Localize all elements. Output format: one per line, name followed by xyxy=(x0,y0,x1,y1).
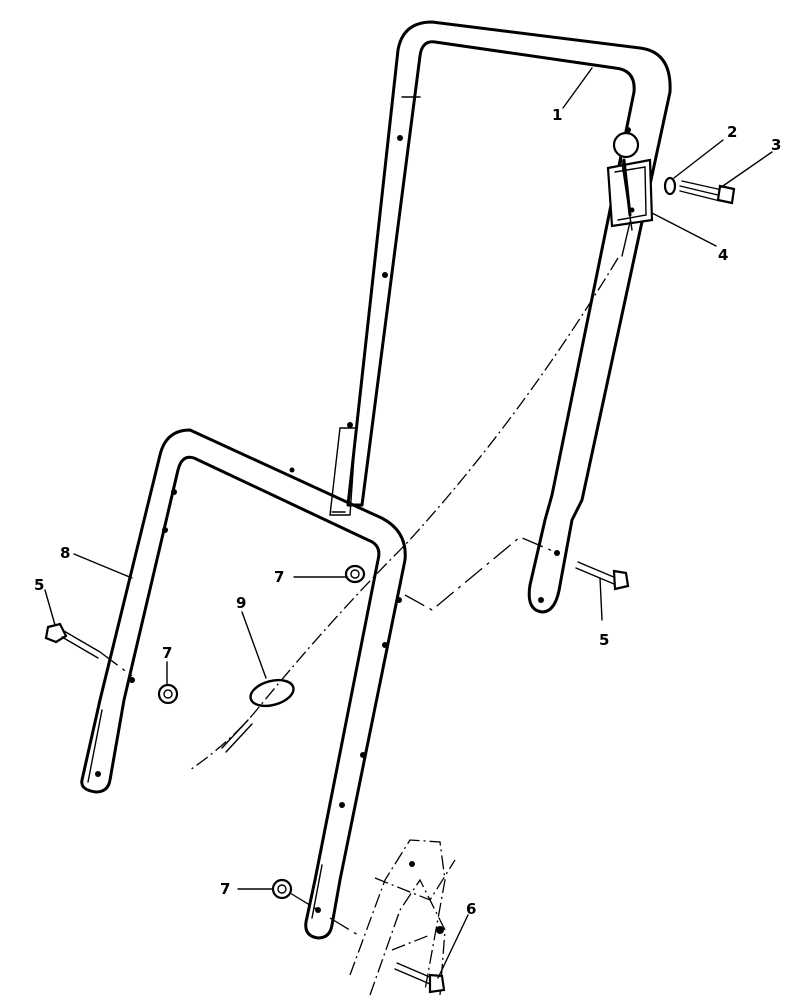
bolt-5-left xyxy=(44,622,101,659)
nut-7-top xyxy=(344,564,366,584)
callout-7b: 7 xyxy=(162,644,172,662)
bolt-6 xyxy=(394,962,446,994)
callout-7a: 7 xyxy=(274,568,284,586)
callout-3: 3 xyxy=(771,136,781,154)
upper-handle xyxy=(329,20,672,614)
callout-5a: 5 xyxy=(34,576,44,594)
callouts: 1 2 3 4 5 5 6 7 7 7 8 9 xyxy=(34,106,781,918)
washer-2 xyxy=(663,176,677,196)
leader-lines xyxy=(44,67,773,979)
callout-1: 1 xyxy=(552,106,562,124)
bolt-5-right xyxy=(575,561,630,591)
deck-bracket xyxy=(349,839,456,996)
lower-handle xyxy=(80,428,407,940)
cable-clip-9 xyxy=(249,678,295,708)
nut-7-bottom xyxy=(271,878,293,900)
bolt-3 xyxy=(679,180,736,205)
callout-9: 9 xyxy=(236,594,246,612)
callout-7c: 7 xyxy=(220,880,230,898)
alignment-lines xyxy=(99,536,556,936)
callout-6: 6 xyxy=(466,900,476,918)
control-bracket xyxy=(606,131,654,257)
control-cable xyxy=(189,257,619,771)
callout-5b: 5 xyxy=(599,631,609,649)
nut-7-left xyxy=(157,683,179,705)
callout-2: 2 xyxy=(727,123,737,141)
callout-8: 8 xyxy=(60,544,70,562)
callout-4: 4 xyxy=(718,246,728,264)
